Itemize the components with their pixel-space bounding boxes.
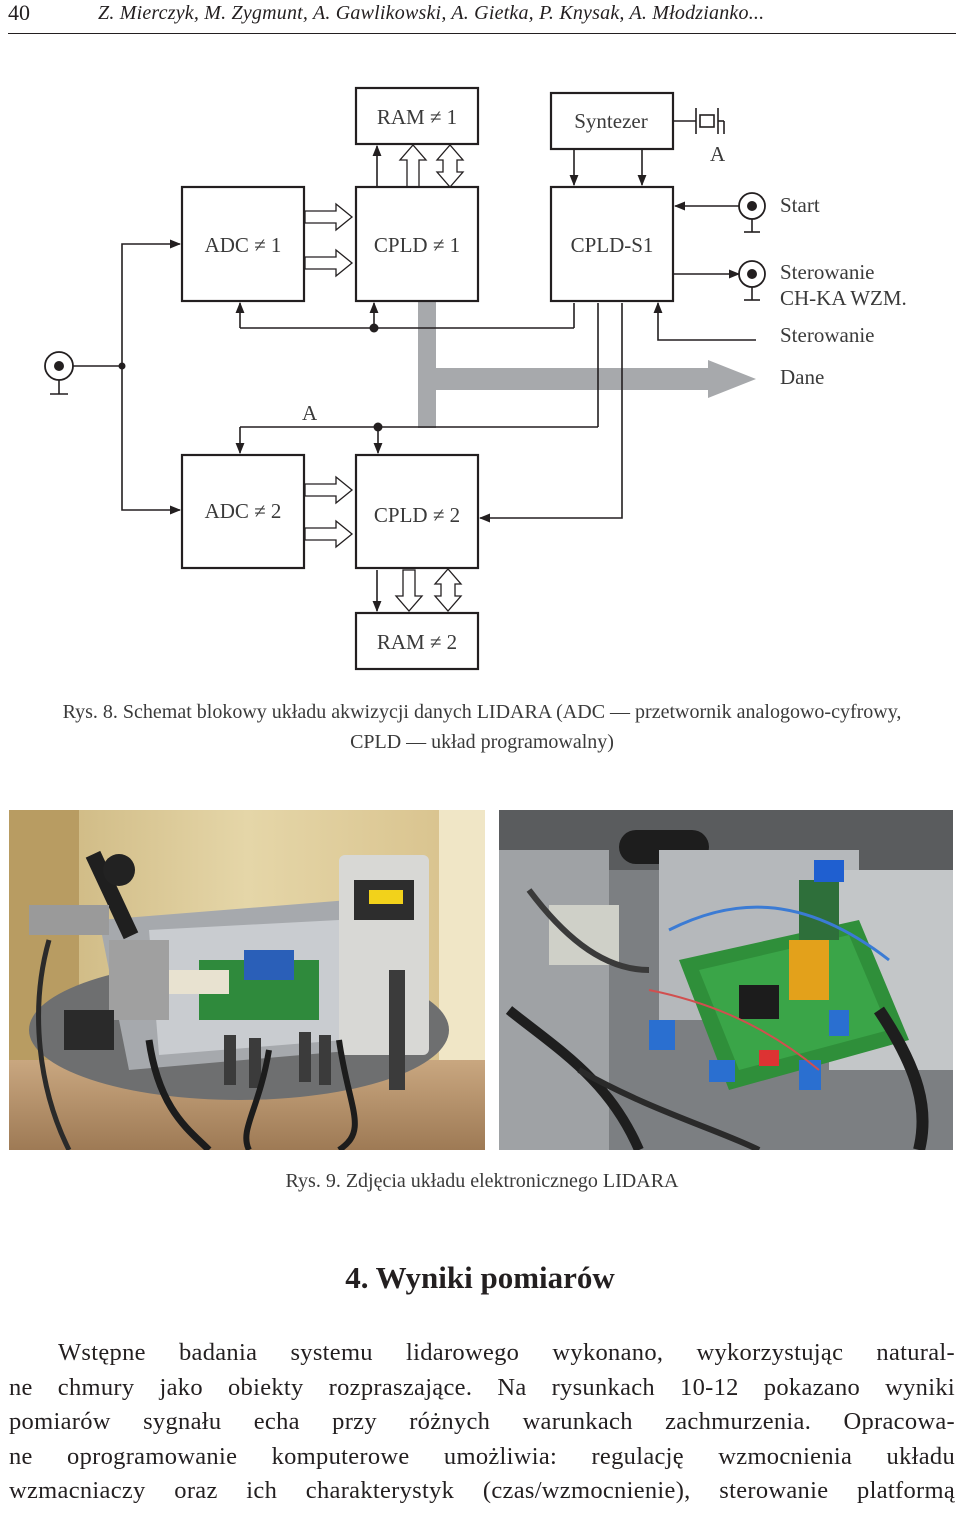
cpld2-label: CPLD ≠ 2 (374, 503, 460, 527)
block-diagram: RAM ≠ 1 Syntezer ADC ≠ 1 CPLD ≠ 1 CPLD-S… (44, 86, 907, 671)
adc1-label: ADC ≠ 1 (205, 233, 282, 257)
data-bus (418, 300, 756, 428)
photo-lidar-electronics-board (499, 810, 953, 1150)
adc1-block (180, 185, 306, 303)
syntezer-block (549, 91, 675, 151)
adc2-data-arrows (304, 475, 354, 549)
adc1-data-arrows (304, 202, 354, 278)
cpld2-block (354, 453, 480, 570)
crystal-icon (673, 108, 725, 134)
cplds1-label: CPLD-S1 (571, 233, 654, 257)
cpld1-label: CPLD ≠ 1 (374, 233, 460, 257)
label-start: Start (780, 193, 820, 217)
page-header: 40 Z. Mierczyk, M. Zygmunt, A. Gawlikows… (0, 0, 960, 36)
cpld1-block (354, 185, 480, 303)
label-a-mid: A (302, 401, 318, 425)
label-a-top: A (710, 142, 726, 166)
label-sterowanie-2: Sterowanie (780, 323, 874, 347)
ram1-label: RAM ≠ 1 (377, 105, 457, 129)
figure9-caption: Rys. 9. Zdjęcia układu elektronicznego L… (285, 1170, 679, 1192)
cpld1-ram1-bidir-arrow (435, 144, 465, 188)
running-title: Z. Mierczyk, M. Zygmunt, A. Gawlikowski,… (98, 2, 765, 24)
syntezer-label: Syntezer (574, 109, 647, 133)
label-chka: CH-KA WZM. (780, 286, 907, 310)
cplds1-block (549, 185, 675, 303)
paragraph-line-1: Wstępne badania systemu lidarowego wykon… (58, 1339, 955, 1366)
section-title: 4. Wyniki pomiarów (345, 1260, 615, 1295)
paragraph-line-3: pomiarów sygnału echa przy różnych warun… (9, 1408, 955, 1435)
adc2-label: ADC ≠ 2 (205, 499, 282, 523)
paragraph-line-2: ne chmury jako obiekty rozpraszające. Na… (9, 1373, 955, 1401)
ram2-label: RAM ≠ 2 (377, 630, 457, 654)
start-connector-icon (738, 192, 766, 233)
cpld1-ram1-address-arrow (398, 144, 428, 188)
header-rule (8, 33, 956, 34)
photo-lidar-electronics-exterior (9, 810, 485, 1150)
figure8-caption-line2: CPLD — układ programowalny) (350, 731, 614, 753)
figure8-caption: Rys. 8. Schemat blokowy układu akwizycji… (8, 697, 956, 757)
paragraph-line-5: wzmacniaczy oraz ich charakterystyk (cza… (9, 1477, 955, 1504)
page-number: 40 (8, 0, 30, 25)
cpld2-ram2-bidir-arrow (433, 568, 463, 612)
adc2-block (180, 453, 306, 570)
cpld2-ram2-address-arrow (394, 569, 424, 612)
body-paragraph: Wstępne badania systemu lidarowego wykon… (9, 1336, 955, 1509)
gain-control-connector-icon (738, 260, 766, 301)
label-dane: Dane (780, 365, 824, 389)
input-connector-icon (44, 351, 74, 395)
paragraph-line-4: ne oprogramowanie komputerowe umożliwia:… (9, 1442, 955, 1470)
label-sterowanie-1: Sterowanie (780, 260, 874, 284)
figure8-caption-line1: Rys. 8. Schemat blokowy układu akwizycji… (62, 701, 902, 723)
ram1-block (354, 86, 480, 146)
ram2-block (354, 611, 480, 671)
